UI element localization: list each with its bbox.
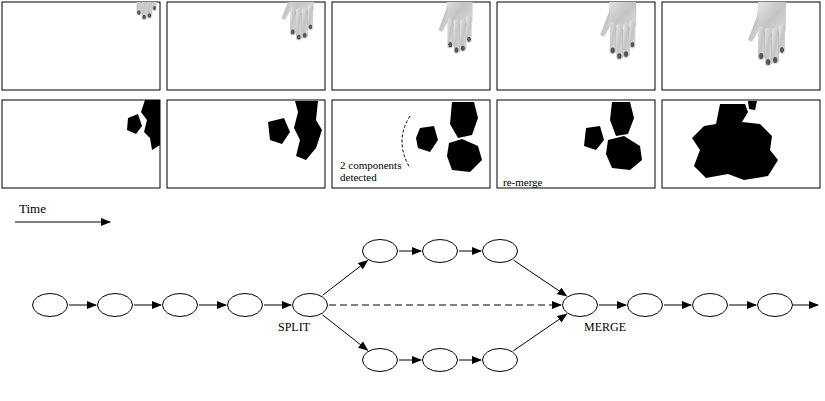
ellipse-outline [422,348,458,372]
band-fill [331,331,550,390]
transition-arrow [459,360,481,361]
transition-arrow [599,305,626,306]
exit-arrow [793,305,818,306]
ellipse-fill [423,349,458,372]
state-ellipse [482,239,518,263]
ellipse-fill [563,294,598,317]
group-band [330,221,550,281]
state-ellipse [757,293,793,317]
segmentation-blobs [127,100,778,180]
ellipse-outline [692,293,728,317]
ellipse-outline [32,293,68,317]
ellipse-fill [163,294,198,317]
ellipse-fill [98,294,133,317]
ellipse-fill [33,294,68,317]
node-label: SPLIT [278,320,314,334]
ellipse-fill [483,349,518,372]
transition-arrow [513,314,566,351]
ellipse-fill [363,349,398,372]
state-ellipse [627,293,663,317]
ellipse-outline [422,239,458,263]
ellipse-fill [758,294,793,317]
state-ellipse [97,293,133,317]
ellipse-outline [362,348,398,372]
state-ellipse: SPLIT [292,293,328,317]
annotation-text: Time [19,201,46,216]
transition-arrow [459,251,481,252]
transition-arrow [199,305,226,306]
annotation-text: re-merge [503,176,543,188]
annotation-text: 2 components detected [340,159,422,183]
state-ellipse [227,293,263,317]
ellipse-outline [562,293,598,317]
state-ellipse: MERGE [562,293,598,317]
state-ellipse [692,293,728,317]
ellipse-fill [423,240,458,263]
band-fill [331,222,550,281]
state-ellipse [362,239,398,263]
transition-arrow [729,305,756,306]
state-ellipse [362,348,398,372]
ellipse-outline [482,239,518,263]
dashed-bracket [402,116,410,168]
transition-arrow [69,305,96,306]
node-label: MERGE [584,320,620,334]
hand-images [129,0,786,66]
ellipse-outline [757,293,793,317]
state-ellipse [32,293,68,317]
state-ellipse [422,239,458,263]
transition-arrow [513,260,566,296]
state-ellipse [422,348,458,372]
state-ellipse [162,293,198,317]
transition-arrow [322,315,367,350]
annotation: re-merge [503,172,543,190]
ellipse-fill [293,294,328,317]
ellipse-outline [292,293,328,317]
ellipse-outline [227,293,263,317]
ellipse-outline [362,239,398,263]
frame-panels [2,2,820,188]
transition-arrow [664,305,691,306]
annotation: Time [19,199,46,217]
annotation: 2 components detected [340,159,422,185]
state-ellipse [482,348,518,372]
transition-arrow [399,360,421,361]
transition-arrow [264,305,291,306]
ellipse-outline [162,293,198,317]
ellipse-outline [482,348,518,372]
ellipse-fill [483,240,518,263]
group-band [330,330,550,390]
ellipse-fill [628,294,663,317]
time-arrow [15,222,110,223]
transition-arrow [134,305,161,306]
ellipse-fill [363,240,398,263]
transition-arrow [329,305,561,306]
transition-arrow [323,261,368,296]
ellipse-fill [228,294,263,317]
ellipse-outline [97,293,133,317]
ellipse-outline [627,293,663,317]
transition-arrow [399,251,421,252]
ellipse-fill [693,294,728,317]
